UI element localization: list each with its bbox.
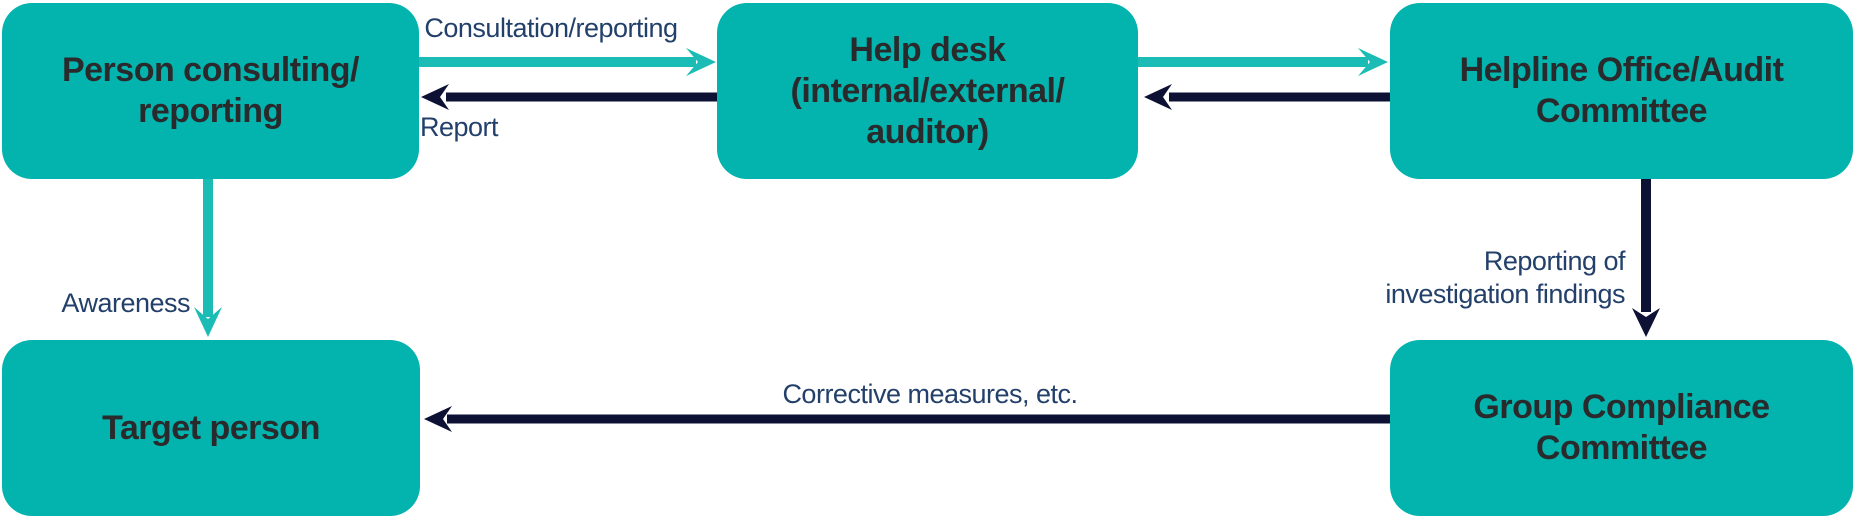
node-help-desk: Help desk (internal/external/ auditor): [717, 3, 1138, 179]
node-group-compliance-committee: Group Compliance Committee: [1390, 340, 1853, 516]
arrow-head: [686, 48, 716, 76]
arrow-consultation-reporting: [419, 48, 716, 76]
node-helpline-office-audit-committee: Helpline Office/Audit Committee: [1390, 3, 1853, 179]
label-consultation-reporting: Consultation/reporting: [424, 13, 678, 43]
arrow-head: [424, 406, 452, 432]
arrow-corrective-measures: [424, 406, 1390, 432]
label-report: Report: [420, 112, 499, 142]
arrow-investigation-findings: [1632, 179, 1660, 337]
arrow-head: [1632, 308, 1660, 337]
node-target-person: Target person: [2, 340, 420, 516]
node-person-consulting-reporting: Person consulting/ reporting: [2, 3, 419, 179]
label-awareness: Awareness: [61, 288, 190, 318]
arrow-head: [194, 307, 222, 337]
arrow-helpline-to-helpdesk: [1144, 84, 1390, 110]
label-corrective-measures: Corrective measures, etc.: [782, 379, 1078, 409]
arrow-awareness: [194, 179, 222, 337]
label-reporting-of-investigation-findings: Reporting of investigation findings: [1385, 246, 1625, 309]
arrow-report: [421, 84, 717, 110]
arrow-head: [1144, 84, 1172, 110]
arrow-head: [421, 84, 449, 110]
arrow-head: [1358, 48, 1388, 76]
arrow-helpdesk-to-helpline: [1138, 48, 1388, 76]
